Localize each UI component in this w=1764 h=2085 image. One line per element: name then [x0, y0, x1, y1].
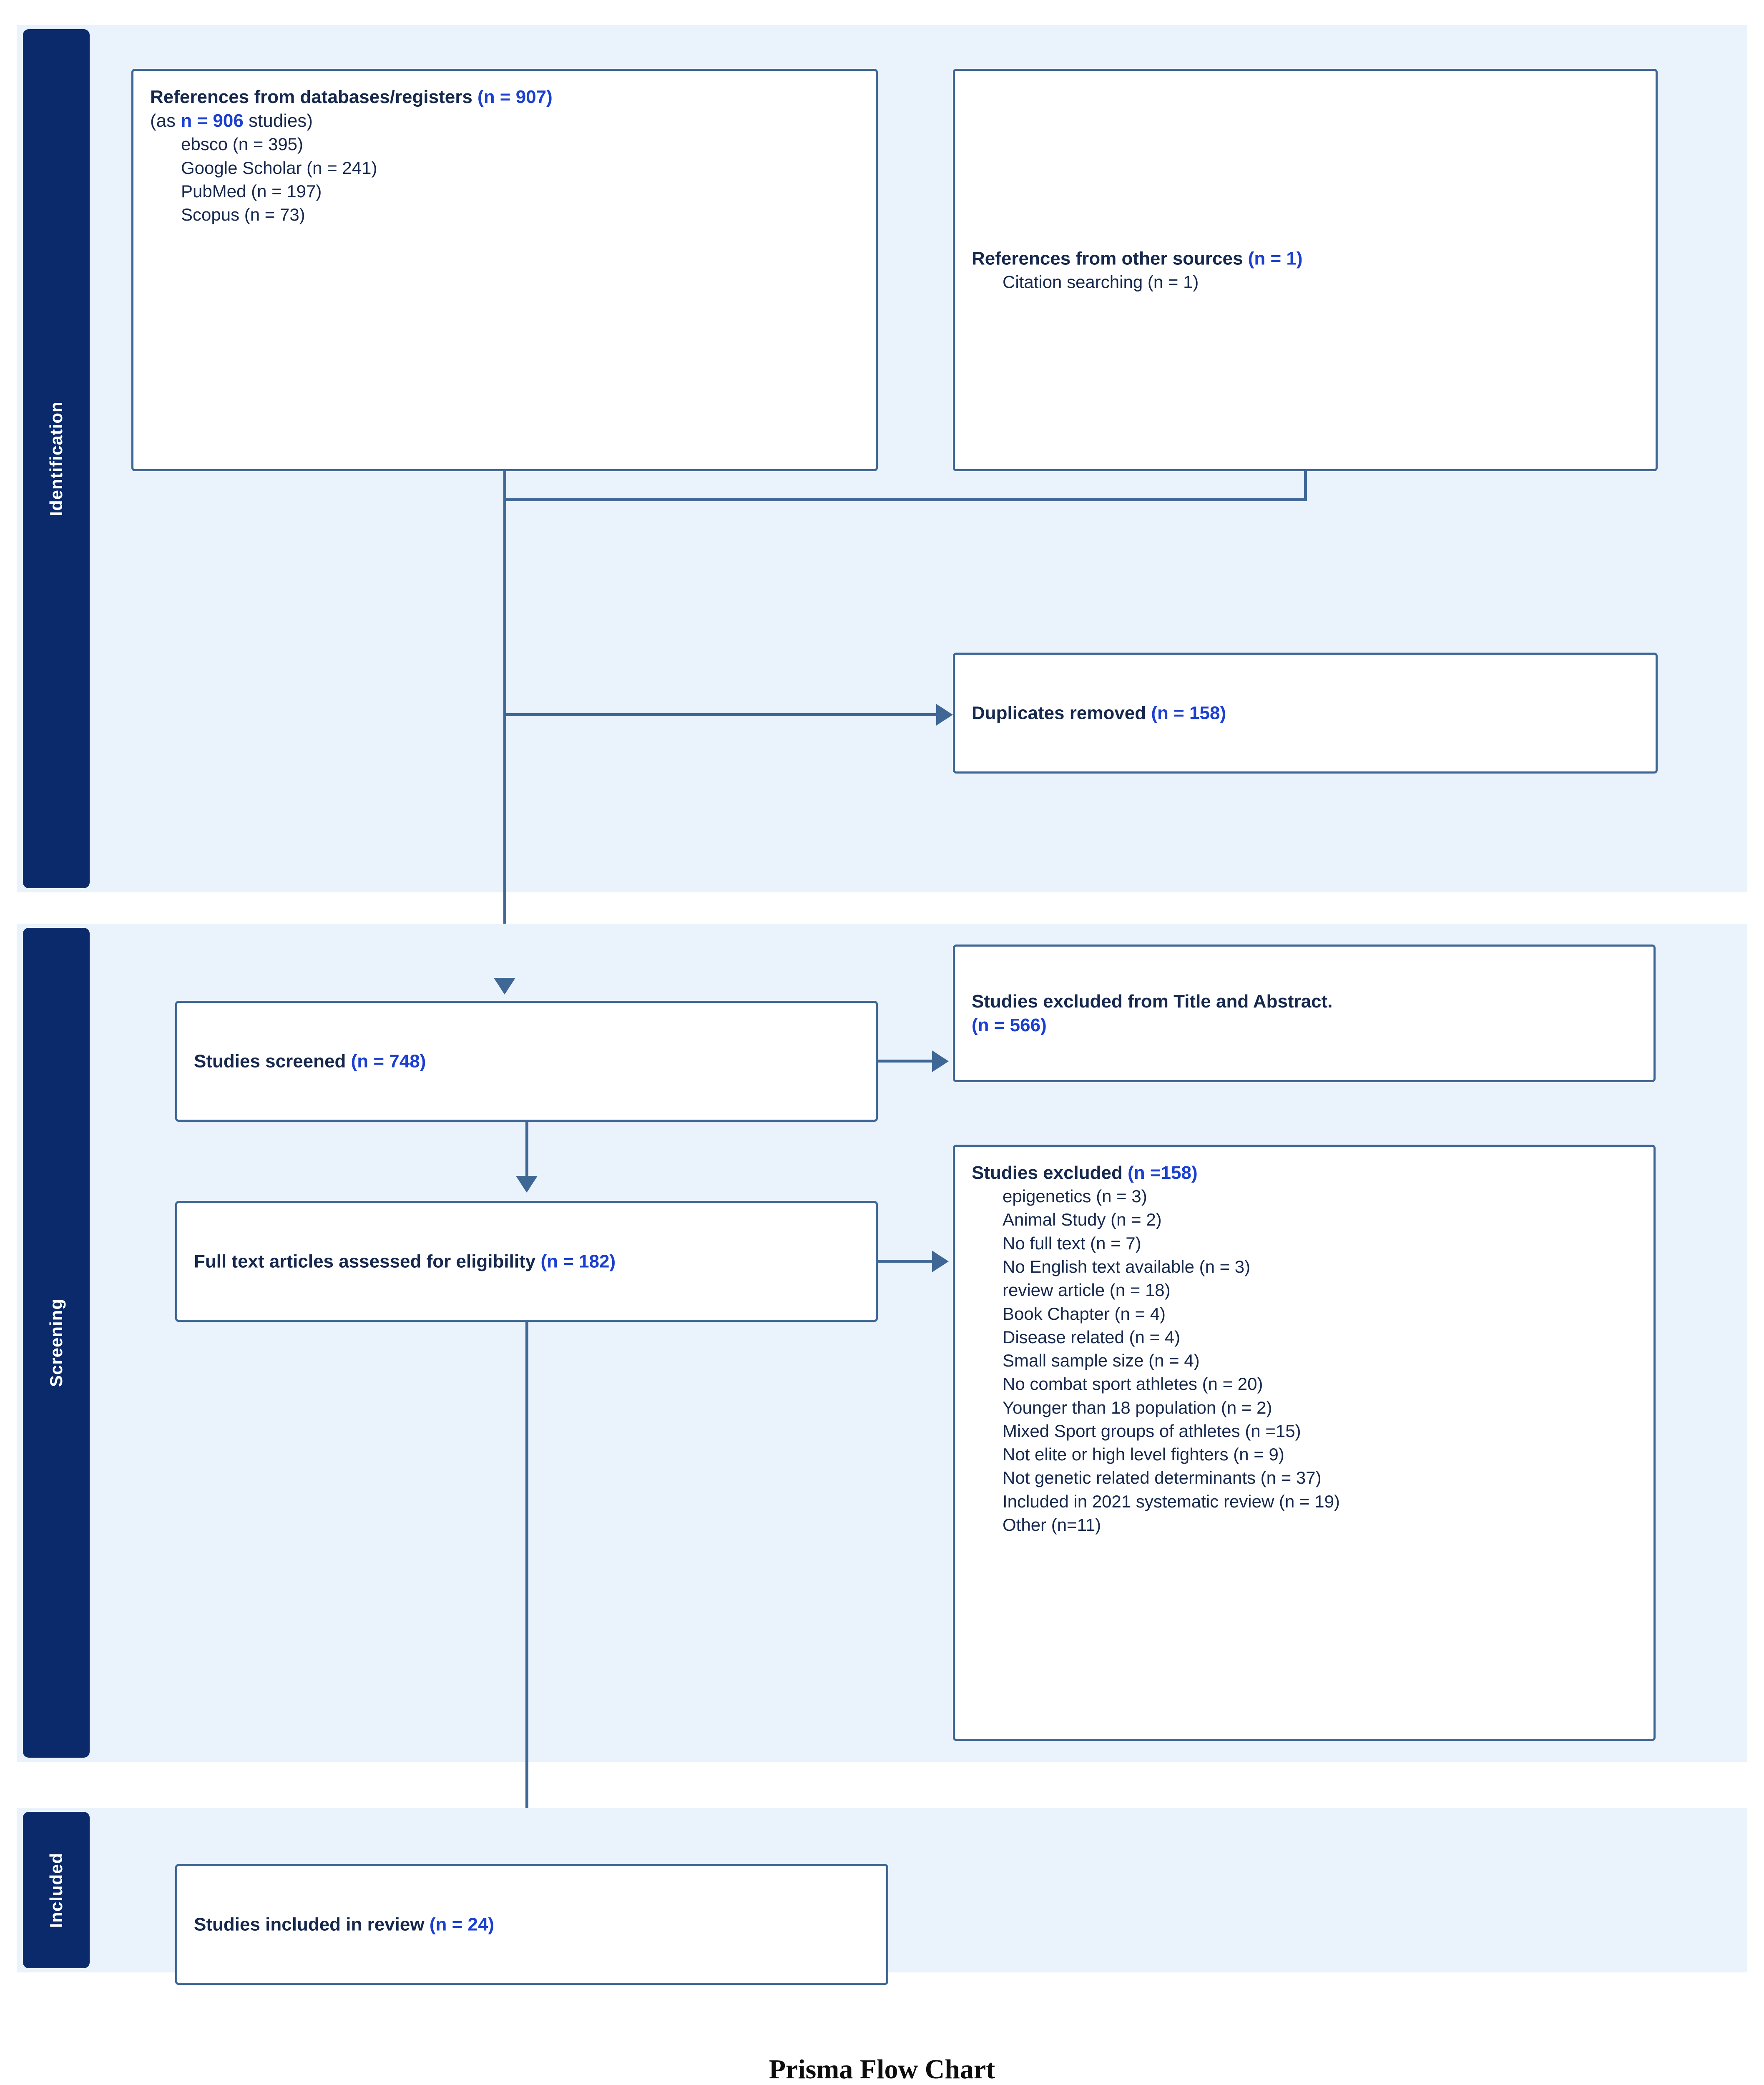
connector-fulltext-to-excluded	[878, 1260, 932, 1263]
excluded-full-text-count: (n =158)	[1128, 1163, 1198, 1183]
connector-merge-down	[503, 498, 506, 995]
duplicates-line: Duplicates removed (n = 158)	[972, 703, 1226, 723]
databases-count: (n = 907)	[477, 87, 553, 107]
connector-merge-bar	[503, 498, 1307, 501]
arrow-to-excluded-full-text	[932, 1251, 949, 1272]
arrow-to-full-text	[516, 1176, 538, 1193]
box-studies-included: Studies included in review (n = 24)	[175, 1864, 888, 1985]
exclusion-reason-item: Younger than 18 population (n = 2)	[1003, 1397, 1272, 1417]
studies-screened-count: (n = 748)	[351, 1051, 426, 1072]
arrow-to-duplicates	[936, 704, 953, 726]
stage-band-screening: Screening	[23, 928, 90, 1758]
databases-line2: (as n = 906 studies)	[150, 111, 313, 131]
studies-included-count: (n = 24)	[429, 1914, 495, 1935]
database-source-item: Scopus (n = 73)	[181, 205, 305, 225]
arrow-to-excluded-title-abstract	[932, 1050, 949, 1072]
other-sources-count: (n = 1)	[1248, 248, 1303, 269]
box-studies-screened: Studies screened (n = 748)	[175, 1001, 878, 1122]
arrow-to-studies-screened	[494, 978, 515, 995]
box-duplicates-removed: Duplicates removed (n = 158)	[953, 653, 1658, 774]
studies-included-line: Studies included in review (n = 24)	[194, 1914, 495, 1935]
database-source-item: PubMed (n = 197)	[181, 181, 322, 201]
stage-band-included: Included	[23, 1812, 90, 1968]
excluded-full-text-line: Studies excluded (n =158)	[972, 1163, 1198, 1183]
box-databases-registers: References from databases/registers (n =…	[131, 69, 878, 471]
stage-label-included: Included	[46, 1852, 66, 1928]
exclusion-reason-item: Small sample size (n = 4)	[1003, 1351, 1200, 1371]
exclusion-reason-item: No full text (n = 7)	[1003, 1233, 1141, 1253]
box-other-sources: References from other sources (n = 1) Ci…	[953, 69, 1658, 471]
databases-line1: References from databases/registers (n =…	[150, 87, 553, 107]
exclusion-reason-item: No English text available (n = 3)	[1003, 1256, 1251, 1276]
exclusion-reason-item: Animal Study (n = 2)	[1003, 1210, 1162, 1230]
stage-band-identification: Identification	[23, 29, 90, 888]
studies-screened-line: Studies screened (n = 748)	[194, 1051, 426, 1072]
exclusion-reason-item: Other (n=11)	[1003, 1515, 1101, 1535]
exclusion-reason-item: review article (n = 18)	[1003, 1280, 1171, 1300]
exclusion-reason-item: No combat sport athletes (n = 20)	[1003, 1374, 1263, 1394]
connector-to-duplicates	[503, 713, 937, 716]
exclusion-reason-item: Not genetic related determinants (n = 37…	[1003, 1468, 1322, 1488]
duplicates-count: (n = 158)	[1151, 703, 1226, 723]
stage-label-identification: Identification	[46, 401, 66, 516]
stage-label-screening: Screening	[46, 1298, 66, 1387]
excluded-ta-count: (n = 566)	[972, 1015, 1047, 1035]
exclusion-reason-item: Included in 2021 systematic review (n = …	[1003, 1491, 1340, 1511]
exclusion-reason-item: Book Chapter (n = 4)	[1003, 1304, 1166, 1324]
other-source-item: Citation searching (n = 1)	[1003, 271, 1199, 291]
page-title: Prisma Flow Chart	[769, 2054, 995, 2085]
other-sources-line1: References from other sources (n = 1)	[972, 248, 1303, 269]
databases-studies-count: n = 906	[181, 111, 244, 131]
box-excluded-full-text: Studies excluded (n =158) epigenetics (n…	[953, 1145, 1656, 1741]
exclusion-reason-item: Disease related (n = 4)	[1003, 1327, 1181, 1347]
connector-fulltext-to-included	[525, 1322, 528, 1841]
connector-other-sources-down	[1304, 471, 1307, 500]
box-full-text-assessed: Full text articles assessed for eligibil…	[175, 1201, 878, 1322]
exclusion-reason-item: Not elite or high level fighters (n = 9)	[1003, 1444, 1284, 1465]
connector-databases-down	[503, 471, 506, 500]
exclusion-reason-item: epigenetics (n = 3)	[1003, 1186, 1147, 1206]
database-source-item: Google Scholar (n = 241)	[181, 158, 377, 178]
full-text-line: Full text articles assessed for eligibil…	[194, 1251, 616, 1272]
full-text-count: (n = 182)	[540, 1251, 616, 1272]
excluded-ta-line: Studies excluded from Title and Abstract…	[972, 991, 1333, 1012]
box-excluded-title-abstract: Studies excluded from Title and Abstract…	[953, 945, 1656, 1082]
connector-screened-to-excluded-ta	[878, 1060, 932, 1063]
exclusion-reason-item: Mixed Sport groups of athletes (n =15)	[1003, 1421, 1301, 1441]
database-source-item: ebsco (n = 395)	[181, 134, 304, 154]
connector-screened-to-fulltext	[525, 1122, 528, 1178]
